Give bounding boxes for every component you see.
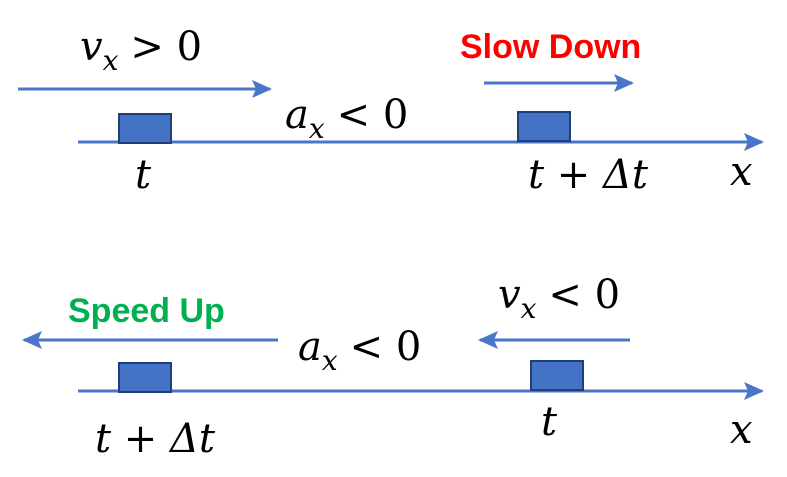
bottom-acceleration-symbol: a: [298, 324, 322, 370]
bottom-acceleration-relation: < 0: [350, 324, 422, 370]
top-acceleration-subscript: x: [309, 112, 325, 145]
top-scenario: vx> 0 Slow Down ax< 0 t t + Δt x: [18, 24, 764, 198]
top-velocity-relation: > 0: [130, 24, 202, 70]
top-block-end: [517, 111, 571, 142]
top-axis-label: x: [730, 149, 753, 195]
top-block-start: [118, 113, 172, 144]
bottom-acceleration-label: ax < 0: [298, 324, 421, 377]
top-acceleration-label: ax < 0: [285, 92, 408, 145]
top-time-end-label: t + Δt: [528, 152, 649, 198]
speed-up-callout: Speed Up: [68, 292, 225, 330]
slow-down-callout: Slow Down: [460, 28, 641, 66]
top-acceleration-symbol: a: [285, 92, 309, 138]
bottom-time-start-label: t: [541, 399, 558, 445]
bottom-scenario: Speed Up vx< 0 ax< 0 t + Δt t x: [22, 272, 764, 462]
bottom-time-end-label: t + Δt: [95, 416, 216, 462]
top-time-start-label: t: [135, 152, 152, 198]
top-acceleration-relation: < 0: [337, 92, 409, 138]
bottom-velocity-subscript: x: [521, 292, 537, 325]
bottom-axis-label: x: [730, 407, 753, 453]
bottom-block-start: [530, 360, 584, 391]
top-velocity-subscript: x: [103, 44, 119, 77]
bottom-velocity-label: vx < 0: [498, 272, 620, 325]
bottom-acceleration-subscript: x: [322, 344, 338, 377]
bottom-velocity-symbol: v: [498, 272, 521, 318]
bottom-velocity-relation: < 0: [548, 272, 620, 318]
top-velocity-symbol: v: [80, 24, 103, 70]
top-velocity-label: vx > 0: [80, 24, 202, 77]
bottom-block-end: [118, 362, 172, 393]
